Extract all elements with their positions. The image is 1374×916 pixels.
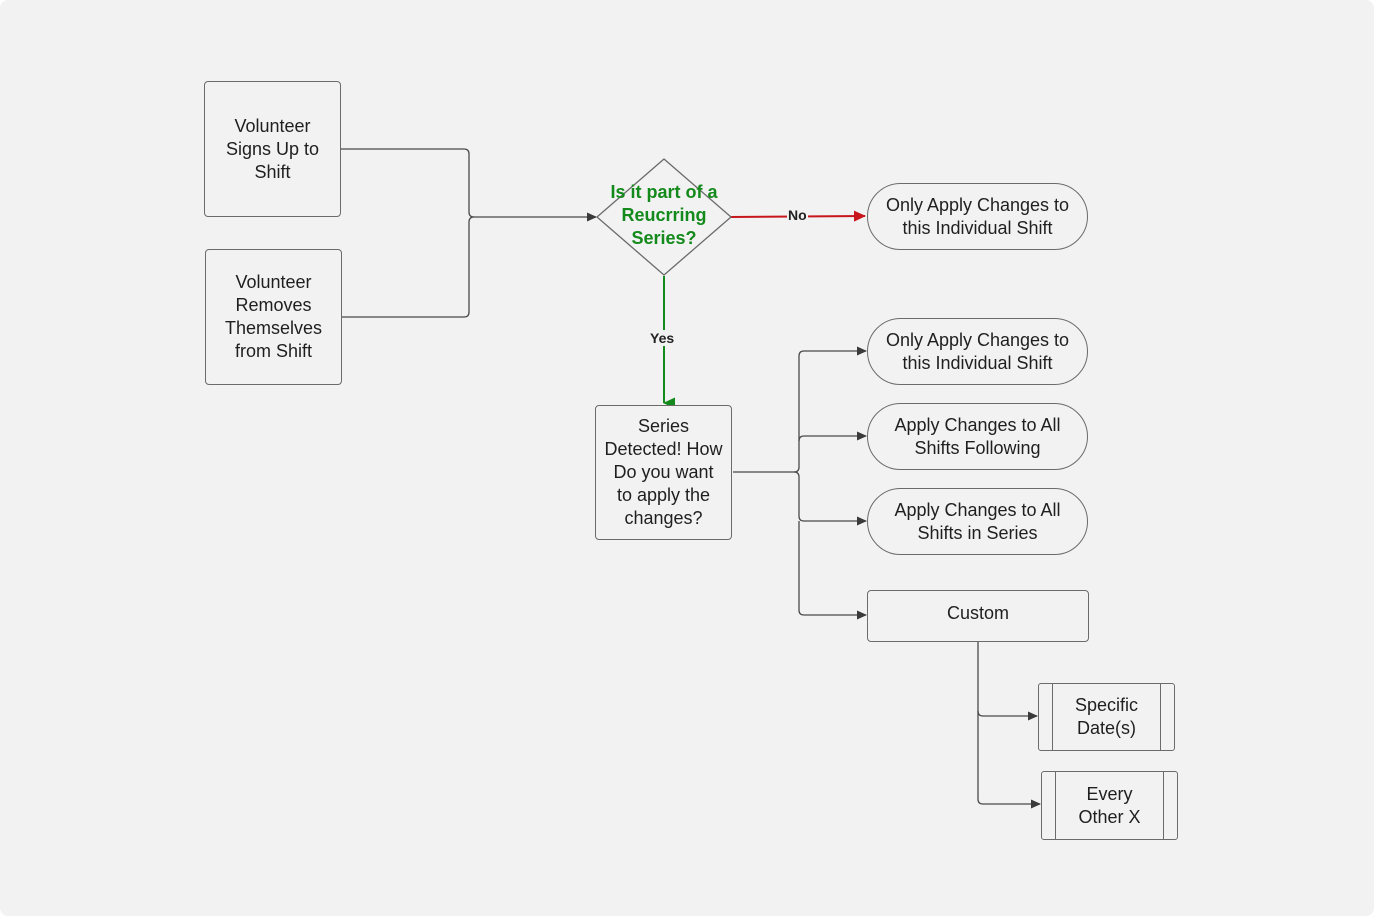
- connector-trunk-join: [793, 471, 800, 478]
- decision-diamond: [596, 158, 732, 276]
- specific-dates-node: Specific Date(s): [1038, 683, 1175, 751]
- series-detected-node: Series Detected! How Do you want to appl…: [595, 405, 732, 540]
- every-other-right-bar: [1163, 772, 1164, 839]
- connector-opt-following: [798, 431, 867, 442]
- connector-opt-series: [798, 477, 867, 526]
- option-individual-shift-label: Only Apply Changes to this Individual Sh…: [885, 329, 1070, 373]
- every-other-label: Every Other X: [1078, 783, 1141, 827]
- specific-dates-label: Specific Date(s): [1074, 695, 1139, 738]
- no-individual-shift-label: Only Apply Changes to this Individual Sh…: [885, 194, 1070, 238]
- option-all-series-label: Apply Changes to All Shifts in Series: [894, 499, 1061, 543]
- no-edge-label: No: [787, 207, 808, 223]
- custom-node: Custom: [867, 590, 1089, 642]
- yes-edge-label: Yes: [649, 330, 676, 346]
- connector-signs-up: [341, 148, 475, 218]
- option-all-following-node: Apply Changes to All Shifts Following: [867, 403, 1088, 470]
- specific-dates-right-bar: [1160, 684, 1161, 750]
- specific-dates-left-bar: [1052, 684, 1053, 750]
- connector-specific-dates: [977, 641, 1038, 721]
- series-detected-label: Series Detected! How Do you want to appl…: [604, 416, 723, 528]
- decision-label: Is it part of a Reucrring Series?: [610, 181, 718, 248]
- custom-label: Custom: [946, 602, 1009, 623]
- option-all-series-node: Apply Changes to All Shifts in Series: [867, 488, 1088, 555]
- option-individual-shift-node: Only Apply Changes to this Individual Sh…: [867, 318, 1088, 385]
- no-individual-shift-node: Only Apply Changes to this Individual Sh…: [867, 183, 1088, 250]
- volunteer-removes-label: Volunteer Removes Themselves from Shift: [224, 272, 323, 361]
- connector-removes: [342, 216, 475, 318]
- volunteer-signs-up-node: Volunteer Signs Up to Shift: [204, 81, 341, 217]
- volunteer-removes-node: Volunteer Removes Themselves from Shift: [205, 249, 342, 385]
- connector-custom: [798, 521, 867, 620]
- volunteer-signs-up-label: Volunteer Signs Up to Shift: [225, 115, 320, 182]
- connector-every-other: [977, 711, 1041, 809]
- connector-trunk: [733, 350, 805, 473]
- every-other-node: Every Other X: [1041, 771, 1178, 840]
- option-all-following-label: Apply Changes to All Shifts Following: [894, 414, 1061, 458]
- every-other-left-bar: [1055, 772, 1056, 839]
